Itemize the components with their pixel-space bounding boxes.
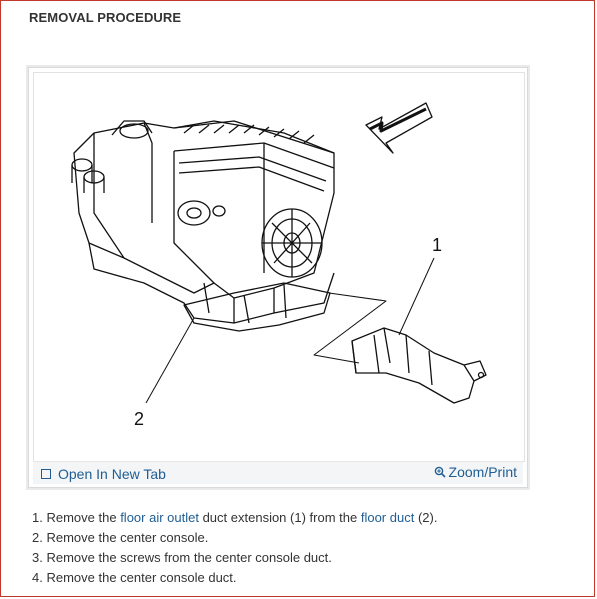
page-heading: REMOVAL PROCEDURE (29, 10, 182, 25)
figure-toolbar: Open In New Tab Zoom/Print (33, 461, 523, 484)
callout-1-label: 1 (432, 235, 442, 255)
step-text: duct extension (1) from the (202, 510, 358, 525)
step-text: Remove the center console. (46, 530, 209, 545)
list-item: 3. Remove the screws from the center con… (32, 548, 437, 568)
floor-air-outlet-link[interactable]: floor air outlet (120, 510, 199, 525)
zoom-print-link[interactable]: Zoom/Print (434, 464, 517, 480)
open-in-new-tab-link[interactable]: Open In New Tab (41, 466, 166, 482)
hvac-duct-drawing: 1 2 (71, 102, 487, 429)
open-in-new-tab-label: Open In New Tab (58, 466, 166, 482)
zoom-print-label: Zoom/Print (448, 464, 517, 480)
step-number: 4. (32, 570, 43, 585)
direction-arrow-icon (365, 102, 433, 154)
list-item: 1. Remove the floor air outlet duct exte… (32, 508, 437, 528)
step-text: Remove the screws from the center consol… (46, 550, 332, 565)
step-number: 3. (32, 550, 43, 565)
zoom-magnifier-icon (434, 466, 446, 478)
callout-2-label: 2 (134, 409, 144, 429)
step-text: (2). (417, 510, 438, 525)
open-in-new-tab-icon (41, 469, 51, 479)
list-item: 4. Remove the center console duct. (32, 568, 437, 588)
floor-duct-link[interactable]: floor duct (360, 510, 415, 525)
procedure-steps: 1. Remove the floor air outlet duct exte… (32, 508, 437, 588)
step-text: Remove the center console duct. (46, 570, 237, 585)
step-text: Remove the (46, 510, 117, 525)
list-item: 2. Remove the center console. (32, 528, 437, 548)
step-number: 2. (32, 530, 43, 545)
step-number: 1. (32, 510, 43, 525)
figure-container: 1 2 Open In New Tab Zoom/Print (28, 67, 528, 488)
technical-illustration[interactable]: 1 2 (33, 72, 525, 462)
